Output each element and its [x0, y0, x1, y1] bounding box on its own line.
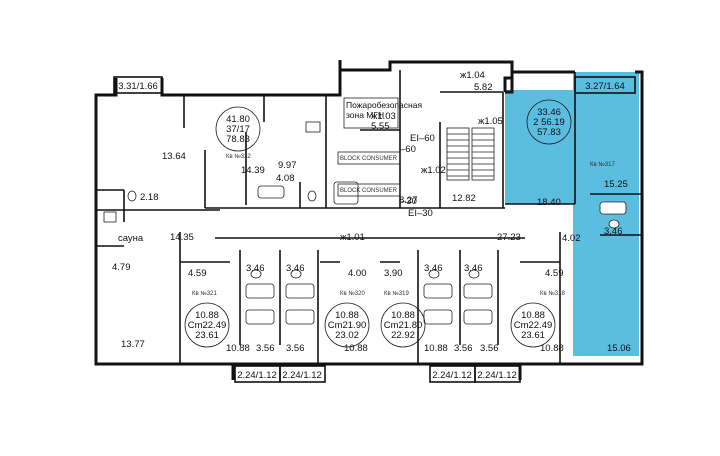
room-997: 9.97 [278, 160, 297, 171]
room-sauna: сауна [118, 233, 144, 244]
room-356b: 3.56 [286, 343, 305, 354]
room-areas: 13.64 14.39 9.97 4.08 2.18 сауна 14.35 4… [112, 82, 631, 354]
fire-rating-ei30-a: –30 [401, 196, 417, 207]
area-circle-322-line-2: 37/17 [226, 124, 250, 135]
room-479: 4.79 [112, 262, 131, 273]
area-circle-319-line-1: 10.88 [391, 310, 415, 321]
corridor-label-101: ж1.01 [340, 232, 365, 243]
area-circle-317-line-1: 33.46 [537, 107, 561, 118]
room-218: 2.18 [140, 192, 159, 203]
safe-zone-line-1: Пожаробезопасная [346, 100, 422, 110]
corridor-labels: ж1.01 ж1.02 ж1.03 ж1.04 ж1.05 [340, 70, 503, 243]
room-555: 5.55 [371, 121, 390, 132]
room-346d: 3.46 [464, 263, 483, 274]
safe-zone-line-2: зона МГН [346, 110, 384, 120]
area-circle-319-line-2: Cm21.80 [384, 320, 423, 331]
apartment-label-318: Кв №318 [540, 290, 565, 297]
area-circle-322-line-3: 78.83 [226, 134, 250, 145]
room-1439: 14.39 [241, 165, 265, 176]
area-circle-320[interactable]: 10.88 Cm21.90 23.02 [324, 302, 370, 348]
balconies-bottom: 2.24/1.12 2.24/1.12 2.24/1.12 2.24/1.12 [234, 365, 521, 383]
area-circle-320-line-2: Cm21.90 [328, 320, 367, 331]
room-356c: 3.56 [454, 343, 473, 354]
area-circle-317[interactable]: 33.46 2 56.19 57.83 [526, 99, 572, 145]
apartment-label-321: Кв №321 [192, 290, 217, 297]
area-circle-321-line-3: 23.61 [195, 330, 219, 341]
room-1282: 12.82 [452, 193, 476, 204]
room-346c: 3.46 [424, 263, 443, 274]
area-circle-321-line-1: 10.88 [195, 310, 219, 321]
room-1088b: 10.88 [344, 343, 368, 354]
room-1435: 14.35 [170, 232, 194, 243]
apartment-label-320: Кв №320 [340, 290, 365, 297]
safe-zone: Пожаробезопасная зона МГН [343, 97, 422, 129]
equipment-blocks: BLOCK CONSUMER BLOCK CONSUMER [337, 151, 401, 197]
fire-rating-ei60-b: –60 [400, 144, 416, 155]
room-356a: 3.56 [256, 343, 275, 354]
balcony-top-left: 3.31/1.66 [113, 76, 163, 94]
corridor-label-103: ж1.03 [371, 111, 396, 122]
corridor-label-102: ж1.02 [421, 165, 446, 176]
room-400: 4.00 [348, 268, 367, 279]
corridor-label-104: ж1.04 [460, 70, 485, 81]
room-1506: 15.06 [607, 343, 631, 354]
room-1088a: 10.88 [226, 343, 250, 354]
room-1377: 13.77 [121, 339, 145, 350]
room-1525: 15.25 [604, 179, 628, 190]
area-circle-320-line-3: 23.02 [335, 330, 359, 341]
balcony-top-left-label: 3.31/1.66 [118, 81, 158, 92]
room-459b: 4.59 [545, 268, 564, 279]
room-356d: 3.56 [480, 343, 499, 354]
area-circle-322[interactable]: 41.80 37/17 78.83 [215, 106, 261, 152]
internal-walls [96, 70, 642, 364]
apartment-label-322: Кв №322 [226, 153, 251, 160]
equipment-block-a: BLOCK CONSUMER [340, 156, 398, 162]
area-circle-321-line-2: Cm22.49 [188, 320, 227, 331]
area-circle-322-line-1: 41.80 [226, 114, 250, 125]
area-circle-319[interactable]: 10.88 Cm21.80 22.92 [380, 302, 426, 348]
apartment-label-319: Кв №319 [384, 290, 409, 297]
fire-rating-ei60-a: EI–60 [410, 133, 435, 144]
area-circle-321[interactable]: 10.88 Cm22.49 23.61 [184, 302, 230, 348]
room-1840: 18.40 [537, 197, 561, 208]
room-2723: 27.23 [497, 232, 521, 243]
area-circle-317-line-2: 2 56.19 [533, 117, 565, 128]
staircase [446, 127, 495, 181]
room-582: 5.82 [474, 82, 493, 93]
apartment-label-317: Кв №317 [590, 161, 615, 168]
room-408: 4.08 [276, 173, 295, 184]
fire-rating-ei30-b: EI–30 [408, 208, 433, 219]
area-circle-319-line-3: 22.92 [391, 330, 415, 341]
room-390: 3.90 [384, 268, 403, 279]
room-1088d: 10.88 [540, 343, 564, 354]
balcony-bottom-4: 2.24/1.12 [477, 370, 517, 381]
area-circle-318[interactable]: 10.88 Cm22.49 23.61 [510, 302, 556, 348]
fire-ratings: EI–60 –60 –30 EI–30 [400, 133, 435, 219]
equipment-block-b: BLOCK CONSUMER [340, 188, 398, 194]
balcony-bottom-1: 2.24/1.12 [237, 370, 277, 381]
bathroom-fixtures [103, 121, 627, 325]
area-circle-317-line-3: 57.83 [537, 127, 561, 138]
room-827: 8.27 [399, 195, 418, 206]
area-circle-318-line-3: 23.61 [521, 330, 545, 341]
room-346a: 3.46 [246, 263, 265, 274]
area-circle-318-line-2: Cm22.49 [514, 320, 553, 331]
room-1088c: 10.88 [424, 343, 448, 354]
balcony-top-right-label: 3.27/1.64 [585, 81, 625, 92]
area-circle-320-line-1: 10.88 [335, 310, 359, 321]
room-1364: 13.64 [162, 151, 186, 162]
apartment-317-hall-fill [505, 90, 575, 204]
balcony-bottom-2: 2.24/1.12 [282, 370, 322, 381]
balcony-bottom-3: 2.24/1.12 [432, 370, 472, 381]
room-402: 4.02 [562, 233, 581, 244]
room-459a: 4.59 [188, 268, 207, 279]
room-346b: 3.46 [286, 263, 305, 274]
room-346e: 3.46 [604, 226, 623, 237]
area-circle-318-line-1: 10.88 [521, 310, 545, 321]
apartment-labels: Кв №322 Кв №317 Кв №321 Кв №320 Кв №319 … [192, 153, 615, 297]
corridor-label-105: ж1.05 [478, 116, 503, 127]
